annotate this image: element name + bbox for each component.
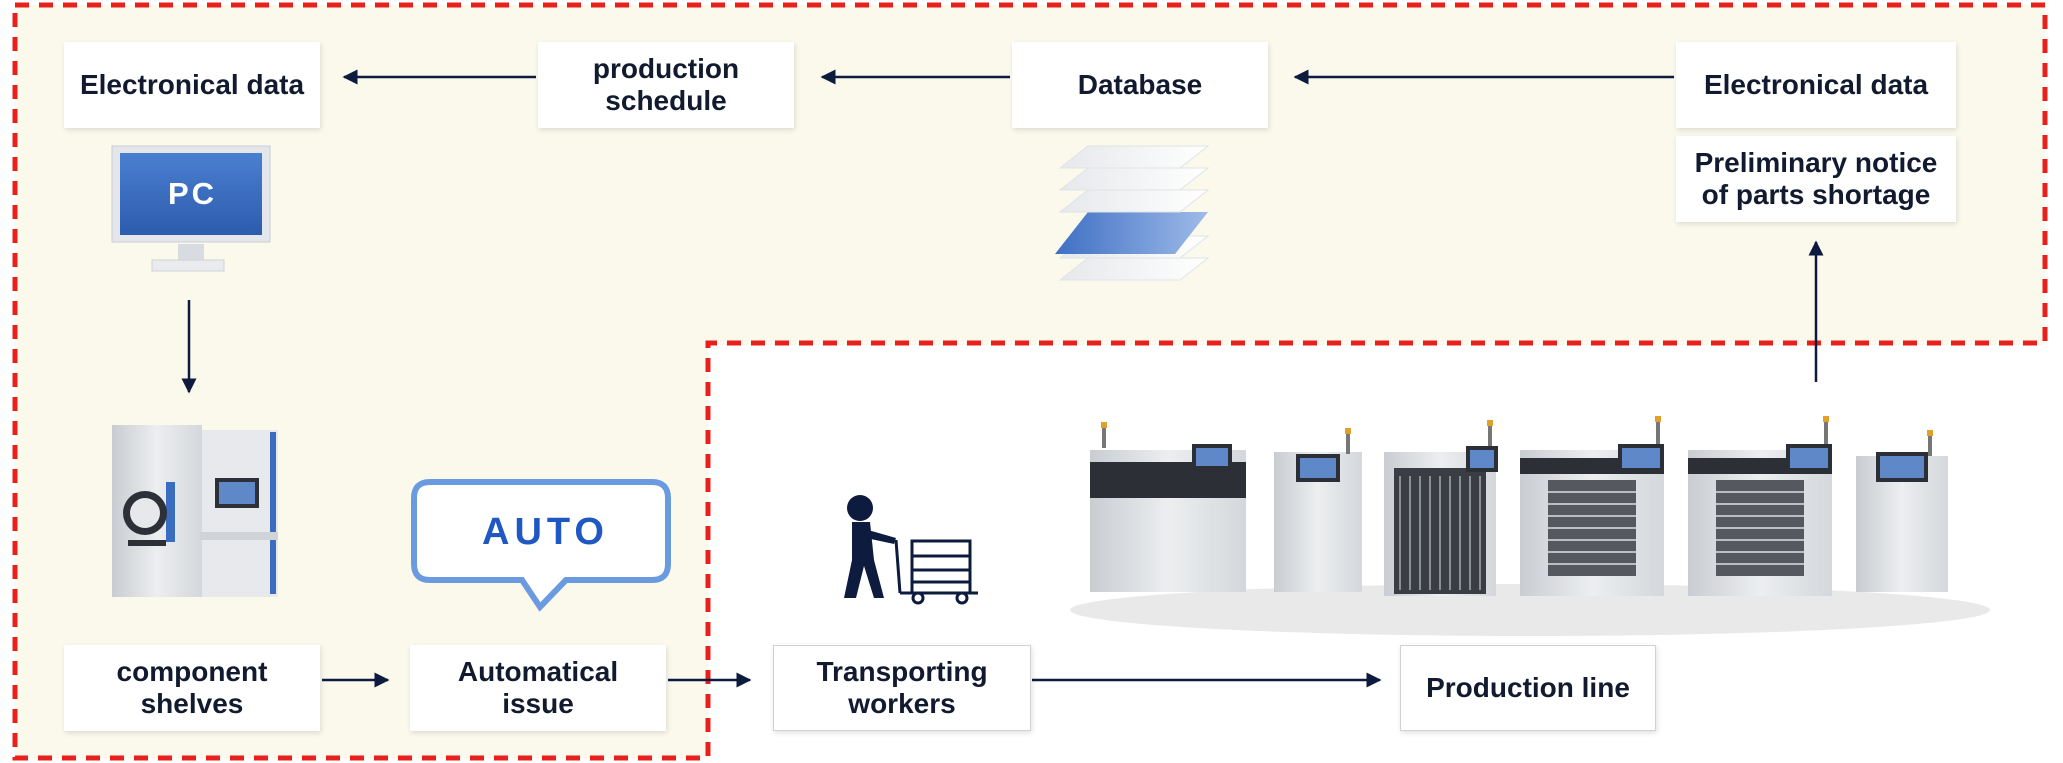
database-layers-icon: [1055, 145, 1210, 281]
production-line-box: Production line: [1400, 645, 1656, 731]
automatical-issue-box: Automatical issue: [410, 645, 666, 731]
worker-with-cart-icon: [844, 495, 978, 605]
component-shelf-machine-icon: [112, 425, 278, 597]
pc-monitor-icon: [111, 145, 271, 272]
production-schedule-box: production schedule: [538, 42, 794, 128]
auto-speech-bubble-icon: [411, 479, 671, 612]
electronical-data-left-box: Electronical data: [64, 42, 320, 128]
production-line-machines-icon: [1070, 416, 1990, 636]
preliminary-notice-box: Preliminary notice of parts shortage: [1676, 136, 1956, 222]
database-box: Database: [1012, 42, 1268, 128]
transporting-workers-box: Transporting workers: [773, 645, 1031, 731]
component-shelves-box: component shelves: [64, 645, 320, 731]
electronical-data-right-box: Electronical data: [1676, 42, 1956, 128]
auto-label: AUTO: [482, 511, 609, 553]
pc-label: PC: [168, 176, 218, 211]
